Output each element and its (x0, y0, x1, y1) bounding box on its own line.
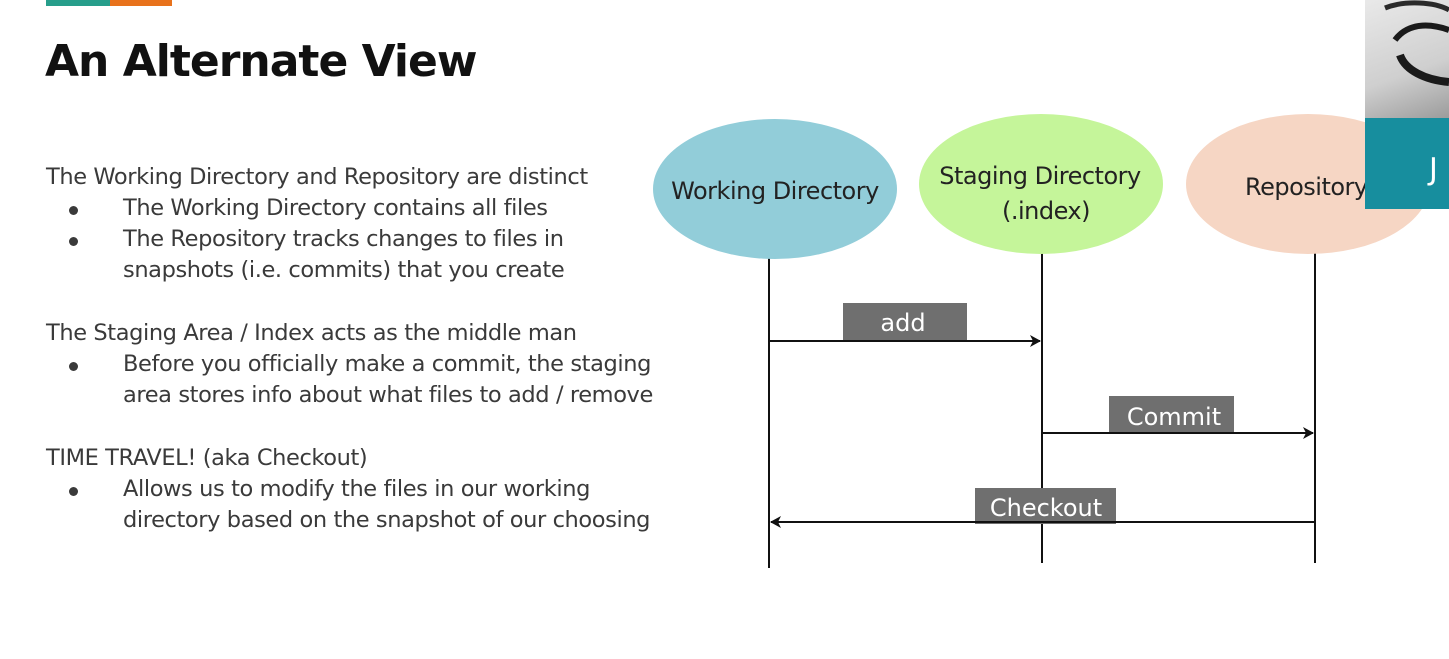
bullet-item: The Repository tracks changes to files i… (46, 224, 656, 286)
bullet-dot-icon (69, 487, 78, 496)
action-add: add (769, 303, 1041, 347)
webcam-overlay: J (1365, 0, 1449, 209)
webcam-name-band (1365, 118, 1449, 209)
action-label: add (880, 309, 925, 337)
bullet-dot-icon (69, 237, 78, 246)
bullet-list: Before you officially make a commit, the… (46, 349, 656, 411)
action-commit: Commit (1042, 396, 1314, 439)
node-label: Repository (1245, 173, 1368, 201)
action-label-box (975, 488, 1116, 524)
section-checkout: TIME TRAVEL! (aka Checkout) Allows us to… (46, 443, 656, 536)
action-label-box (1109, 396, 1234, 433)
node-sublabel: (.index) (1002, 197, 1090, 225)
node-label: Working Directory (671, 177, 879, 205)
action-label-box (843, 303, 967, 340)
glasses-icon (1384, 0, 1449, 86)
bullet-item: The Working Directory contains all files (46, 193, 656, 224)
bullet-text: Before you officially make a commit, the… (123, 351, 653, 408)
action-checkout: Checkout (770, 488, 1315, 528)
slide-title: An Alternate View (45, 36, 477, 87)
bullet-item: Before you officially make a commit, the… (46, 349, 656, 411)
node-working-directory: Working Directory (653, 119, 897, 259)
bullet-text: Allows us to modify the files in our wor… (123, 476, 651, 533)
section-distinct: The Working Directory and Repository are… (46, 162, 656, 286)
section-heading: TIME TRAVEL! (aka Checkout) (46, 445, 368, 471)
bullet-dot-icon (69, 362, 78, 371)
accent-bar-teal (46, 0, 110, 6)
bullet-text: The Working Directory contains all files (123, 195, 548, 221)
webcam-name-letter: J (1429, 152, 1438, 187)
bullet-item: Allows us to modify the files in our wor… (46, 474, 656, 536)
section-heading: The Staging Area / Index acts as the mid… (46, 320, 577, 346)
action-label: Checkout (990, 494, 1102, 522)
node-staging-directory: Staging Directory (.index) (919, 114, 1163, 254)
bullet-dot-icon (69, 206, 78, 215)
webcam-video-image (1365, 0, 1449, 118)
section-staging: The Staging Area / Index acts as the mid… (46, 318, 656, 411)
node-ellipse (653, 119, 897, 259)
slide-body: The Working Directory and Repository are… (46, 162, 656, 568)
section-heading: The Working Directory and Repository are… (46, 164, 588, 190)
node-ellipse (919, 114, 1163, 254)
bullet-text: The Repository tracks changes to files i… (123, 226, 565, 283)
bullet-list: The Working Directory contains all files… (46, 193, 656, 286)
action-label: Commit (1127, 403, 1221, 431)
node-label: Staging Directory (939, 162, 1141, 190)
bullet-list: Allows us to modify the files in our wor… (46, 474, 656, 536)
accent-bar-orange (110, 0, 172, 6)
